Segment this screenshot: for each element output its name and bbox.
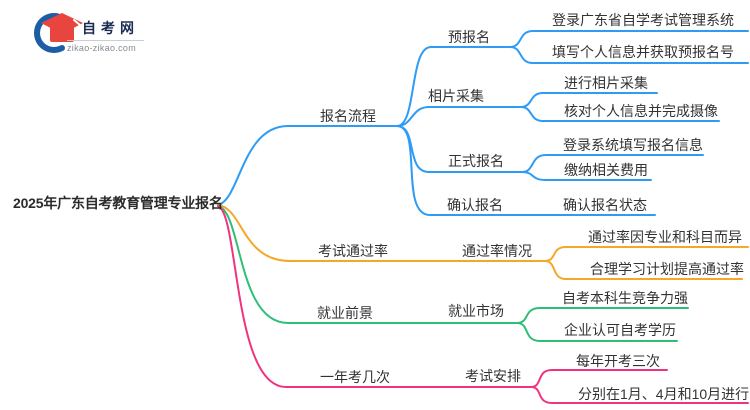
- node-pass-rate-situation[interactable]: 通过率情况: [462, 243, 532, 259]
- leaf-study-plan-improves[interactable]: 合理学习计划提高通过率: [590, 261, 744, 277]
- node-confirm-registration[interactable]: 确认报名: [447, 197, 503, 213]
- leaf-login-fill-registration[interactable]: 登录系统填写报名信息: [563, 137, 703, 153]
- node-job-market[interactable]: 就业市场: [448, 303, 504, 319]
- link-leaf-verify-info-photo: [520, 106, 720, 122]
- node-formal-registration[interactable]: 正式报名: [448, 153, 504, 169]
- link-leaf-undergrad-competitive: [516, 307, 689, 324]
- leaf-login-gd-system[interactable]: 登录广东省自学考试管理系统: [552, 12, 734, 28]
- leaf-do-photo-collection[interactable]: 进行相片采集: [564, 75, 648, 91]
- graduation-cap-icon: [34, 13, 83, 53]
- logo-domain: zikao-zikao.com: [67, 43, 137, 53]
- link-leaf-fill-info-get-number: [509, 46, 749, 64]
- node-exam-schedule[interactable]: 考试安排: [465, 368, 521, 384]
- leaf-confirm-status[interactable]: 确认报名状态: [563, 197, 647, 213]
- leaf-exam-months[interactable]: 分别在1月、4月和10月进行: [578, 386, 750, 402]
- root-node[interactable]: 2025年广东自考教育管理专业报名: [13, 195, 223, 211]
- link-to-photo-collection: [396, 106, 522, 127]
- link-leaf-exam-months: [530, 386, 749, 404]
- site-logo[interactable]: 自考网 zikao-zikao.com: [0, 0, 170, 62]
- node-photo-collection[interactable]: 相片采集: [428, 88, 484, 104]
- leaf-fill-info-get-number[interactable]: 填写个人信息并获取预报名号: [552, 44, 734, 60]
- leaf-enterprise-recognition[interactable]: 企业认可自考学历: [564, 322, 676, 338]
- link-root-to-pass-rate: [217, 204, 546, 262]
- leaf-undergrad-competitive[interactable]: 自考本科生竞争力强: [562, 290, 688, 306]
- node-pass-rate[interactable]: 考试通过率: [318, 243, 388, 259]
- node-registration-process[interactable]: 报名流程: [320, 108, 376, 124]
- link-root-to-exam-times: [217, 205, 532, 388]
- leaf-three-exams-yearly[interactable]: 每年开考三次: [576, 353, 660, 369]
- node-employment-prospects[interactable]: 就业前景: [317, 305, 373, 321]
- leaf-pass-rate-varies[interactable]: 通过率因专业和科目而异: [588, 229, 742, 245]
- link-leaf-three-exams: [530, 369, 668, 388]
- node-exams-per-year[interactable]: 一年考几次: [320, 369, 390, 385]
- node-pre-registration[interactable]: 预报名: [448, 29, 490, 45]
- link-leaf-pay-fees: [521, 171, 652, 181]
- link-to-confirm-registration: [396, 125, 656, 216]
- link-leaf-study-plan: [544, 260, 743, 280]
- link-leaf-pass-rate-varies: [544, 246, 749, 262]
- leaf-verify-info-complete-photo[interactable]: 核对个人信息并完成摄像: [564, 103, 718, 119]
- logo-divider: [67, 40, 144, 41]
- leaf-pay-fees[interactable]: 缴纳相关费用: [564, 162, 648, 178]
- link-root-to-employment: [217, 205, 518, 324]
- link-leaf-enterprise-recognition: [516, 322, 678, 342]
- logo-title: 自考网: [82, 20, 139, 36]
- link-to-pre-registration: [396, 46, 511, 127]
- link-root-to-registration-process: [217, 125, 398, 206]
